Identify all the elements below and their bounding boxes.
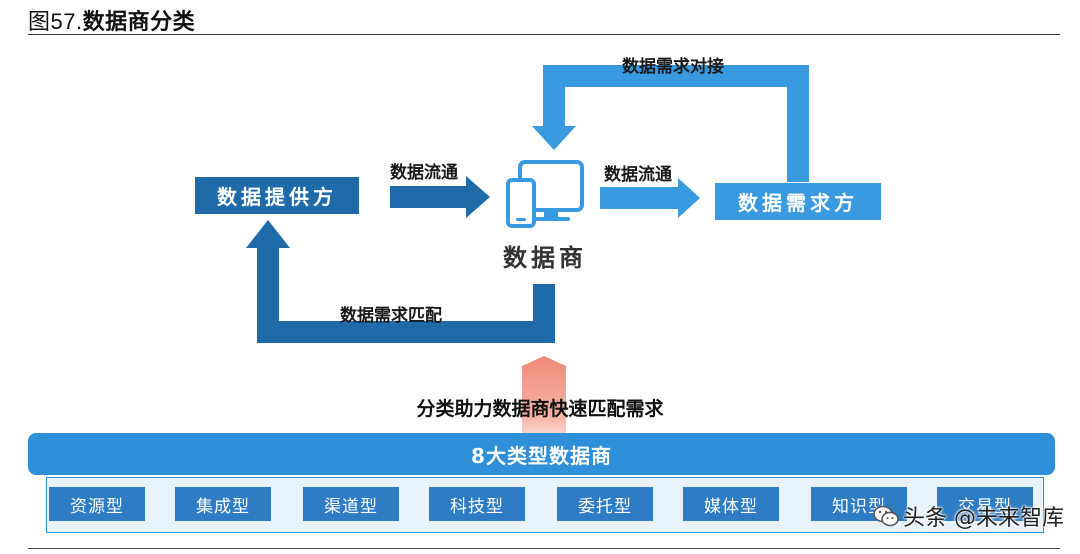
flow-right-head — [678, 178, 700, 218]
broker-node-label: 数据商 — [503, 244, 587, 272]
type-box: 媒体型 — [683, 487, 779, 521]
top-loop-arrowhead — [532, 126, 576, 150]
figure-title: 图57.数据商分类 — [28, 4, 195, 36]
wechat-icon — [873, 505, 899, 533]
device-icon — [506, 160, 584, 228]
bottom-loop-arrow — [257, 246, 555, 343]
bottom-loop-arrowhead — [246, 220, 290, 248]
flow-left-head — [466, 176, 490, 218]
type-box: 交易型 — [937, 487, 1033, 521]
provider-node: 数据提供方 — [195, 177, 359, 214]
top-rule — [28, 34, 1060, 35]
watermark-text: 头条 @未来智库 — [903, 506, 1064, 531]
type-box: 科技型 — [429, 487, 525, 521]
top-loop-label: 数据需求对接 — [622, 57, 724, 77]
type-box: 资源型 — [49, 487, 145, 521]
type-box: 委托型 — [557, 487, 653, 521]
bottom-loop-label: 数据需求匹配 — [340, 306, 442, 326]
type-row: 资源型 集成型 渠道型 科技型 委托型 媒体型 知识型 交易型 — [46, 477, 1044, 533]
type-box: 渠道型 — [303, 487, 399, 521]
flow-right-label: 数据流通 — [604, 165, 672, 185]
type-bar-title: 8大类型数据商 — [28, 433, 1055, 475]
demander-node: 数据需求方 — [715, 183, 881, 220]
bottom-rule — [28, 548, 1060, 549]
flow-left-shaft — [390, 186, 466, 208]
figure-number: 图57. — [28, 9, 83, 34]
flow-right-shaft — [600, 187, 678, 209]
top-loop-arrow — [543, 65, 809, 182]
flow-left-label: 数据流通 — [390, 163, 458, 183]
figure-title-text: 数据商分类 — [82, 9, 196, 35]
type-box: 集成型 — [175, 487, 271, 521]
watermark: 头条 @未来智库 — [873, 500, 1064, 533]
banner-text: 分类助力数据商快速匹配需求 — [416, 398, 664, 420]
